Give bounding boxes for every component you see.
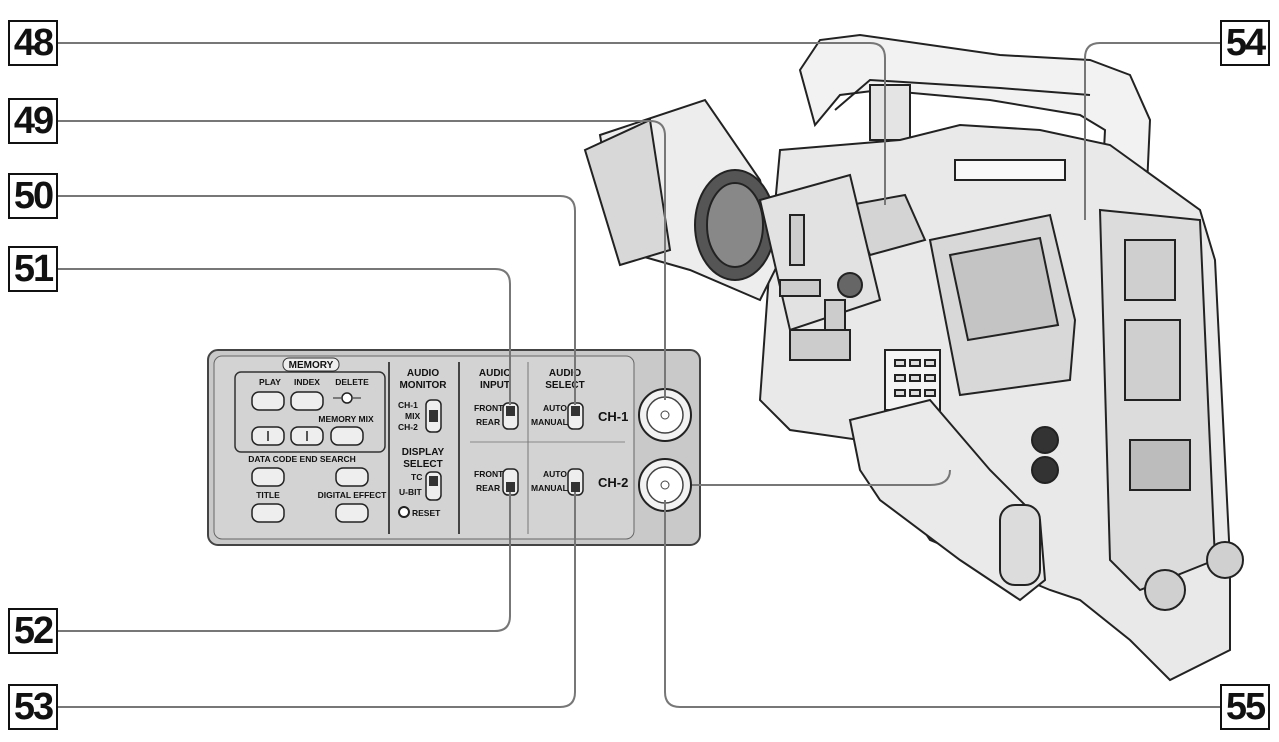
monitor-ch1-label: CH-1 [398, 400, 418, 410]
select-ch2-auto-label: AUTO [543, 469, 567, 479]
callout-48: 48 [8, 20, 58, 66]
input-ch1-rear-label: REAR [476, 417, 500, 427]
title-button[interactable] [251, 503, 285, 523]
audio-input-label-1: AUDIO [479, 368, 511, 379]
audio-select-label-2: SELECT [545, 380, 584, 391]
audio-select-label-1: AUDIO [549, 368, 581, 379]
index-label: INDEX [294, 377, 320, 387]
callout-52: 52 [8, 608, 58, 654]
callout-54: 54 [1220, 20, 1270, 66]
play-button[interactable] [251, 391, 285, 411]
camcorder-body [583, 33, 1244, 682]
digital-effect-label: DIGITAL EFFECT [318, 490, 387, 500]
digital-effect-button[interactable] [335, 503, 369, 523]
memory-label: MEMORY [289, 360, 334, 371]
select-ch2-manual-label: MANUAL [531, 483, 568, 493]
data-code-end-search-label: DATA CODE END SEARCH [248, 454, 356, 464]
input-ch2-front-label: FRONT [474, 469, 504, 479]
monitor-ch2-label: CH-2 [398, 422, 418, 432]
reset-label: RESET [412, 508, 441, 518]
audio-select-ch2-label: CH-2 [598, 475, 628, 490]
data-code-button[interactable] [251, 467, 285, 487]
input-ch1-front-label: FRONT [474, 403, 504, 413]
audio-monitor-label-1: AUDIO [407, 368, 439, 379]
end-search-button[interactable] [335, 467, 369, 487]
callout-50: 50 [8, 173, 58, 219]
delete-label: DELETE [335, 377, 369, 387]
select-ch1-manual-label: MANUAL [531, 417, 568, 427]
monitor-mix-label: MIX [405, 411, 420, 421]
delete-button[interactable] [341, 392, 353, 404]
display-select-label-2: SELECT [403, 459, 442, 470]
memory-mix-label: MEMORY MIX [318, 414, 374, 424]
callout-53: 53 [8, 684, 58, 730]
callout-49: 49 [8, 98, 58, 144]
memory-mix-button[interactable] [330, 426, 364, 446]
title-label: TITLE [256, 490, 280, 500]
reset-button[interactable] [398, 506, 410, 518]
play-label: PLAY [259, 377, 281, 387]
input-ch2-rear-label: REAR [476, 483, 500, 493]
audio-input-label-2: INPUT [480, 380, 510, 391]
ch2-level-knob[interactable] [638, 458, 692, 512]
display-tc-label: TC [411, 472, 422, 482]
display-ubit-label: U-BIT [399, 487, 422, 497]
ch1-level-knob[interactable] [638, 388, 692, 442]
callout-55: 55 [1220, 684, 1270, 730]
index-button[interactable] [290, 391, 324, 411]
leader-lines [58, 42, 1220, 708]
display-select-label-1: DISPLAY [402, 447, 445, 458]
audio-select-ch1-label: CH-1 [598, 409, 628, 424]
control-panel: MEMORY PLAY INDEX DELETE MEMORY MIX DATA… [207, 349, 701, 546]
callout-51: 51 [8, 246, 58, 292]
audio-monitor-label-2: MONITOR [399, 380, 447, 391]
select-ch1-auto-label: AUTO [543, 403, 567, 413]
